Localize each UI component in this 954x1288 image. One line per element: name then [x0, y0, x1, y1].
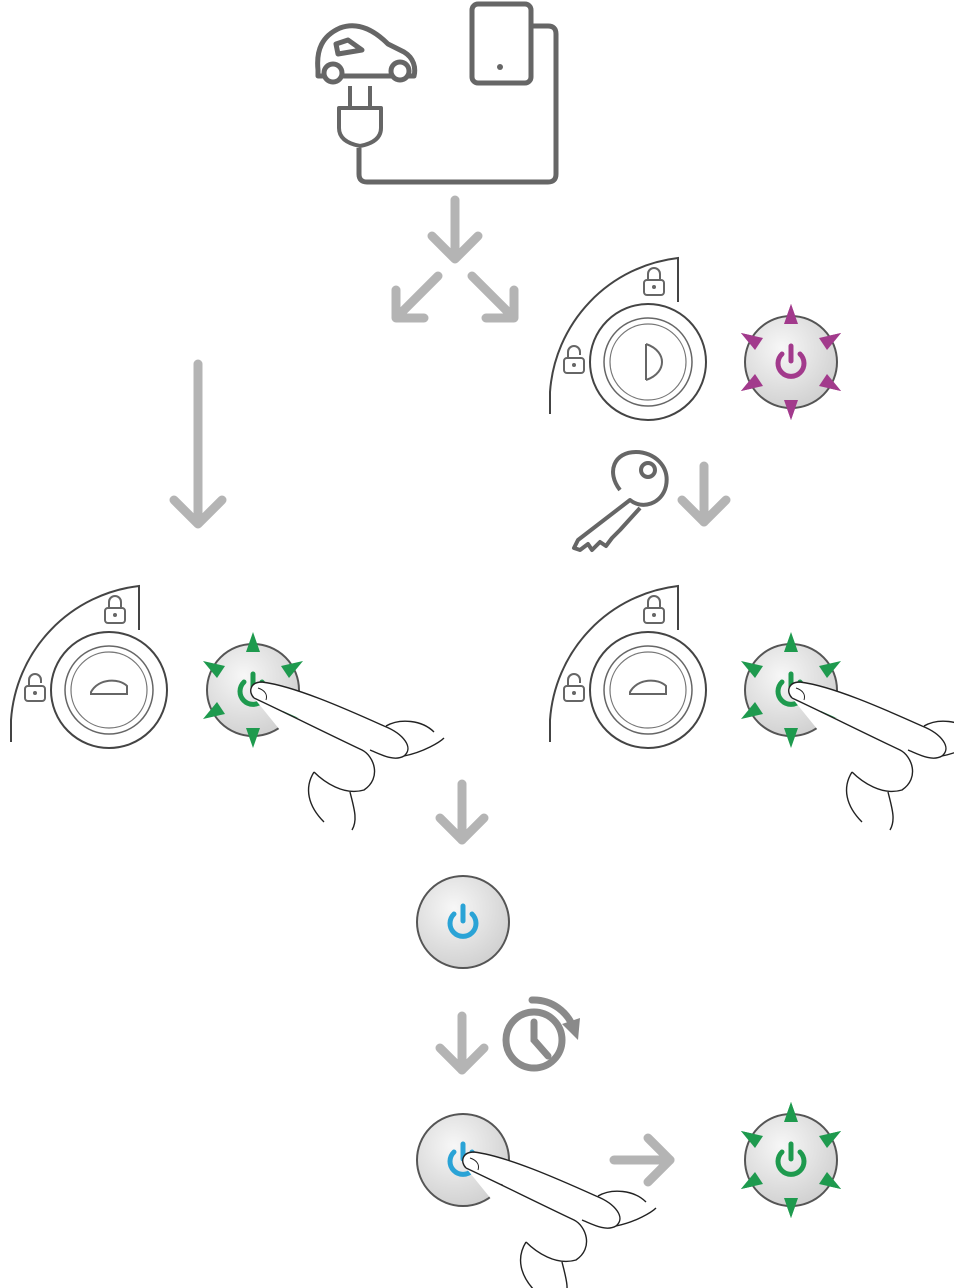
lock-cylinder-horizontal-right [550, 586, 706, 748]
arrow-down-key [677, 461, 731, 527]
power-indicator-blue-icon [416, 875, 510, 969]
arrow-down-center [435, 779, 489, 845]
arrow-down-long [169, 359, 227, 529]
car-icon [315, 23, 418, 85]
arrow-right [609, 1133, 675, 1187]
finger-press-left-icon [250, 681, 445, 831]
key-icon [572, 450, 669, 552]
power-indicator-green-final-icon [741, 1102, 841, 1218]
finger-press-bottom-icon [462, 1151, 657, 1288]
timer-icon [502, 996, 580, 1072]
lock-cylinder-vertical [550, 258, 706, 420]
finger-press-right-icon [788, 681, 954, 831]
split-arrows [391, 195, 519, 323]
plug-icon [337, 86, 383, 148]
arrow-down-timer [435, 1011, 489, 1075]
power-indicator-magenta-icon [741, 304, 841, 420]
lock-cylinder-horizontal-left [11, 586, 167, 748]
charger-icon [356, 1, 559, 185]
